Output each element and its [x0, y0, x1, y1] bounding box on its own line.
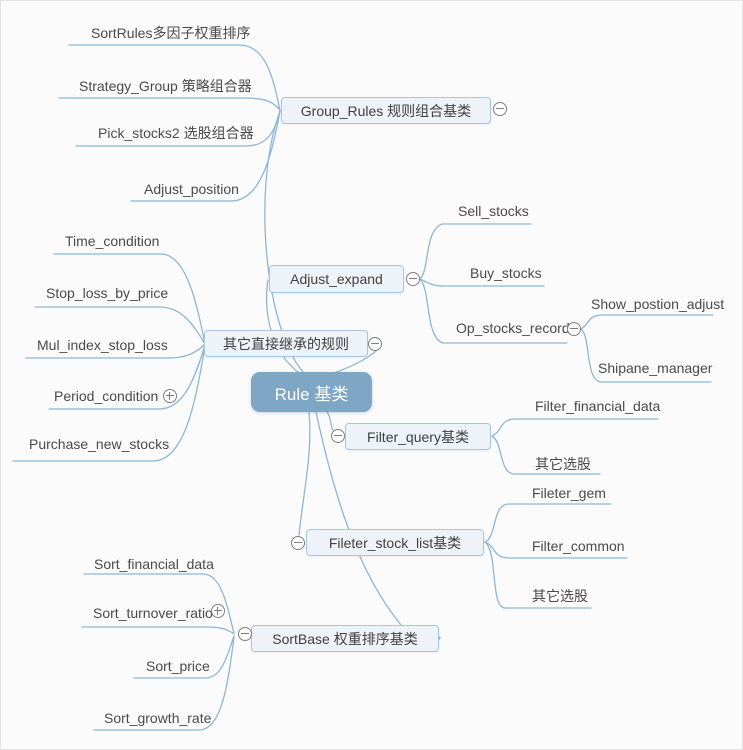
- node-filter-query[interactable]: Filter_query基类: [345, 423, 491, 450]
- branch-curve: [326, 411, 334, 431]
- node-pick-stocks2[interactable]: Pick_stocks2 选股组合器: [98, 125, 254, 141]
- node-sell-stocks[interactable]: Sell_stocks: [458, 203, 529, 219]
- node-sortbase[interactable]: SortBase 权重排序基类: [251, 625, 439, 652]
- collapse-icon-group-rules[interactable]: [493, 102, 507, 116]
- node-time-condition[interactable]: Time_condition: [65, 233, 160, 249]
- branch-curve: [580, 328, 712, 383]
- branch-curve: [58, 97, 281, 111]
- branch-curve: [491, 418, 659, 437]
- node-adjust-position[interactable]: Adjust_position: [144, 181, 239, 197]
- collapse-icon-adjust-expand[interactable]: [406, 272, 420, 286]
- node-op-stocks-record[interactable]: Op_stocks_record: [456, 320, 570, 336]
- node-period-condition[interactable]: Period_condition: [54, 388, 159, 404]
- branch-curve: [25, 343, 206, 359]
- branch-curve: [484, 503, 612, 543]
- node-strategy-group[interactable]: Strategy_Group 策略组合器: [79, 78, 252, 94]
- expand-icon-sort-turnover-ratio[interactable]: [211, 604, 225, 618]
- branch-curve: [484, 541, 628, 559]
- node-other-inherited-rules[interactable]: 其它直接继承的规则: [204, 330, 368, 357]
- branch-curve: [133, 635, 235, 679]
- branch-curve: [12, 344, 206, 462]
- collapse-icon-other-inherited-rules[interactable]: [368, 337, 382, 351]
- branch-curve: [491, 435, 601, 475]
- node-filter-financial-data[interactable]: Filter_financial_data: [535, 398, 661, 414]
- branch-curve: [419, 278, 568, 344]
- node-group-rules[interactable]: Group_Rules 规则组合基类: [281, 97, 491, 124]
- node-sort-financial-data[interactable]: Sort_financial_data: [94, 556, 214, 572]
- branch-curve: [419, 278, 545, 287]
- node-rule-base[interactable]: Rule 基类: [251, 372, 372, 412]
- branch-curve: [34, 306, 206, 345]
- branch-curve: [484, 541, 592, 609]
- node-fileter-stock-other[interactable]: 其它选股: [532, 588, 588, 604]
- branch-curve: [315, 411, 402, 626]
- branch-curve: [48, 344, 206, 410]
- node-purchase-new-stocks[interactable]: Purchase_new_stocks: [29, 436, 170, 452]
- node-buy-stocks[interactable]: Buy_stocks: [470, 265, 542, 281]
- branch-curve: [580, 314, 714, 330]
- branch-curve: [68, 44, 281, 112]
- branch-curve: [130, 110, 281, 202]
- branch-curve: [419, 223, 532, 280]
- node-shipane-manager[interactable]: Shipane_manager: [598, 360, 713, 376]
- branch-curve: [53, 253, 206, 345]
- expand-icon-period-condition[interactable]: [163, 389, 177, 403]
- node-show-postion-adjust[interactable]: Show_postion_adjust: [591, 296, 725, 312]
- node-sort-turnover-ratio[interactable]: Sort_turnover_ratio: [93, 605, 213, 621]
- node-filter-common[interactable]: Filter_common: [532, 538, 625, 554]
- node-sort-growth-rate[interactable]: Sort_growth_rate: [104, 710, 212, 726]
- branch-curve: [81, 626, 235, 635]
- branch-curve: [93, 636, 235, 731]
- branch-curve: [83, 573, 235, 635]
- collapse-icon-sortbase[interactable]: [238, 627, 252, 641]
- node-mul-index-stop-loss[interactable]: Mul_index_stop_loss: [37, 337, 168, 353]
- node-adjust-expand[interactable]: Adjust_expand: [269, 265, 404, 293]
- collapse-icon-op-stocks-record[interactable]: [567, 322, 581, 336]
- node-fileter-stock-list[interactable]: Fileter_stock_list基类: [306, 529, 484, 556]
- collapse-icon-fileter-stock-list[interactable]: [291, 536, 305, 550]
- branch-curve: [298, 411, 311, 536]
- node-fileter-gem[interactable]: Fileter_gem: [532, 485, 606, 501]
- node-sort-price[interactable]: Sort_price: [146, 658, 210, 674]
- node-sortrules[interactable]: SortRules多因子权重排序: [91, 25, 251, 41]
- node-stop-loss-by-price[interactable]: Stop_loss_by_price: [46, 285, 169, 301]
- node-filter-query-other[interactable]: 其它选股: [535, 456, 591, 472]
- collapse-icon-filter-query[interactable]: [331, 429, 345, 443]
